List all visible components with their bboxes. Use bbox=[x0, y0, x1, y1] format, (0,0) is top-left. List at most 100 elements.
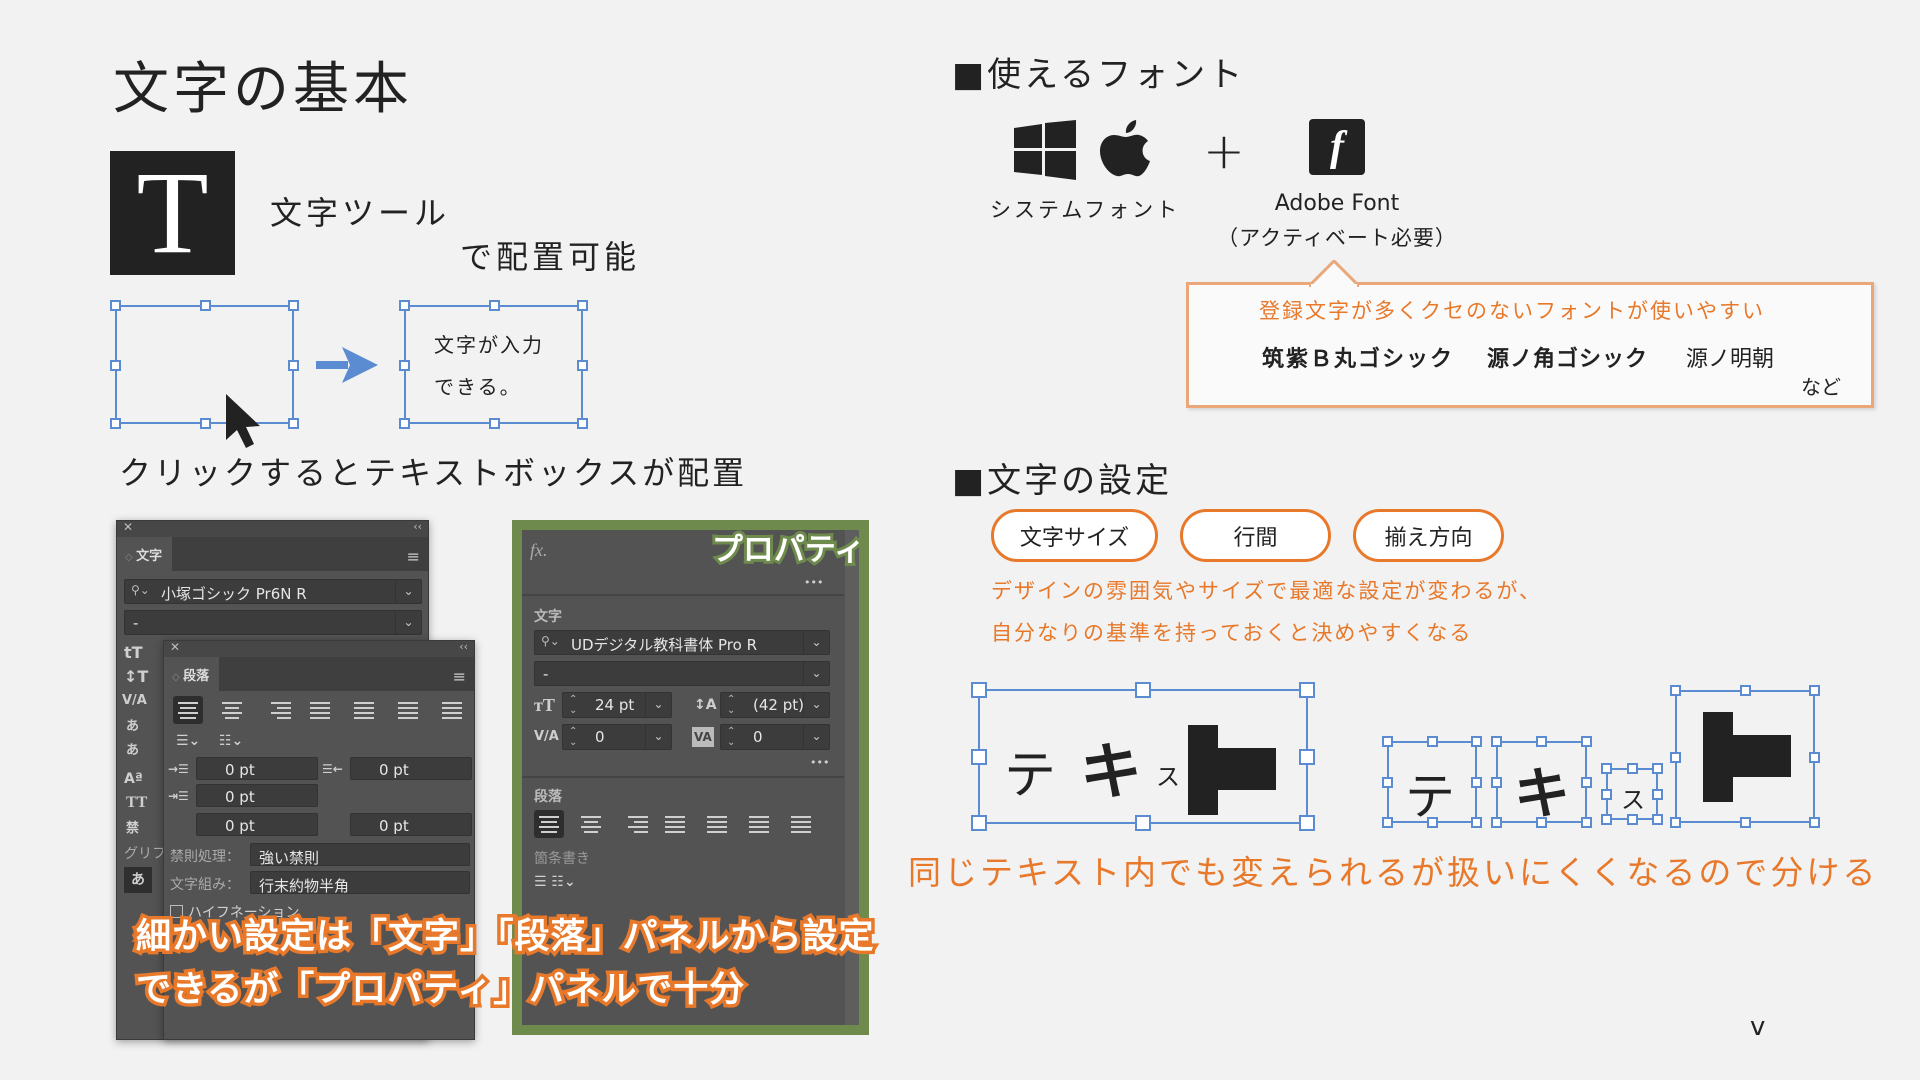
baseline-icon: Aª bbox=[124, 771, 143, 787]
fx-icon[interactable]: fx. bbox=[530, 540, 548, 560]
sample-char-to bbox=[1703, 712, 1793, 804]
tab-paragraph[interactable]: ◇ 段落 bbox=[164, 657, 220, 691]
tab-label: 段落 bbox=[183, 669, 210, 684]
indent-right-field[interactable]: 0 pt bbox=[350, 757, 472, 780]
justify-all-button[interactable] bbox=[786, 810, 816, 838]
search-icon: ⚲⌄ bbox=[541, 634, 560, 648]
sample-char-to bbox=[1188, 725, 1278, 817]
numbered-list-icon[interactable]: ☷⌄ bbox=[219, 733, 244, 749]
chevron-down-icon[interactable]: ⌄ bbox=[395, 611, 421, 634]
justify-right-button[interactable] bbox=[744, 810, 774, 838]
click-caption: クリックするとテキストボックスが配置 bbox=[119, 454, 748, 492]
adobe-font-label: Adobe Font bbox=[1274, 191, 1400, 216]
more-options-icon[interactable]: ••• bbox=[810, 756, 830, 769]
kinsoku-select[interactable]: 強い禁則 bbox=[250, 843, 470, 866]
justify-left-button[interactable] bbox=[660, 810, 690, 838]
aki-icon: あ bbox=[126, 743, 140, 758]
font-style-select[interactable]: -⌄ bbox=[534, 661, 830, 686]
indent-left-icon: →☰ bbox=[168, 762, 189, 776]
align-right-button[interactable] bbox=[261, 696, 291, 724]
stepper-icon[interactable]: ⌃⌄ bbox=[569, 726, 578, 748]
page-title: 文字の基本 bbox=[113, 57, 413, 122]
scrollbar[interactable] bbox=[845, 530, 859, 1025]
plus-sign: + bbox=[1203, 122, 1245, 180]
font-example-2: 源ノ角ゴシック bbox=[1487, 347, 1649, 372]
justify-right-button[interactable] bbox=[393, 696, 423, 724]
tab-character[interactable]: ◇ 文字 bbox=[117, 537, 173, 571]
overlay-caption-line2: できるが「プロパティ」パネルで十分 bbox=[132, 967, 747, 1014]
justify-left-button[interactable] bbox=[305, 696, 335, 724]
tab-label: 文字 bbox=[136, 549, 163, 564]
kerning-field[interactable]: ⌃⌄0⌄ bbox=[562, 724, 672, 750]
align-right-button[interactable] bbox=[618, 810, 648, 838]
chevron-down-icon[interactable]: ⌄ bbox=[803, 693, 829, 717]
bullet-list-icon[interactable]: ☰⌄ bbox=[176, 733, 201, 749]
panel-menu-icon[interactable]: ≡ bbox=[452, 667, 466, 686]
chevron-down-icon[interactable]: ⌄ bbox=[645, 725, 671, 749]
sample-char-te: テ bbox=[1004, 746, 1057, 806]
justify-all-button[interactable] bbox=[437, 696, 467, 724]
stepper-icon[interactable]: ⌃⌄ bbox=[727, 694, 736, 716]
bullet-list-icon[interactable]: ☰ ☷⌄ bbox=[534, 874, 576, 890]
empty-text-box bbox=[110, 300, 299, 429]
font-style-select[interactable]: -⌄ bbox=[124, 610, 422, 635]
align-left-button[interactable] bbox=[173, 696, 203, 724]
adobe-font-note: （アクティベート必要） bbox=[1217, 226, 1457, 250]
more-options-icon[interactable]: ••• bbox=[804, 576, 824, 589]
justify-center-button[interactable] bbox=[702, 810, 732, 838]
box-text-line1: 文字が入力 bbox=[434, 333, 544, 357]
chevron-down-icon[interactable]: ⌄ bbox=[803, 631, 829, 654]
pill-alignment: 揃え方向 bbox=[1353, 509, 1504, 562]
tool-text-2: で配置可能 bbox=[460, 238, 641, 276]
font-size-icon: tT bbox=[124, 643, 143, 662]
lang-icon: 禁 bbox=[126, 821, 140, 836]
pill-font-size: 文字サイズ bbox=[991, 509, 1158, 562]
type-tool-icon: T bbox=[110, 151, 235, 275]
chevron-down-icon[interactable]: ⌄ bbox=[645, 693, 671, 717]
space-after-field[interactable]: 0 pt bbox=[350, 813, 472, 836]
align-center-button[interactable] bbox=[217, 696, 247, 724]
close-icon[interactable]: ✕ bbox=[170, 640, 181, 654]
font-example-1: 筑紫Ｂ丸ゴシック bbox=[1262, 347, 1455, 372]
font-family-select[interactable]: ⚲⌄小塚ゴシック Pr6N R⌄ bbox=[124, 579, 422, 604]
settings-heading: ■文字の設定 bbox=[952, 461, 1173, 501]
stepper-icon[interactable]: ⌃⌄ bbox=[727, 726, 736, 748]
pill-line-spacing: 行間 bbox=[1180, 509, 1331, 562]
glyph-icon[interactable]: あ bbox=[124, 867, 152, 893]
stepper-icon[interactable]: ⌃⌄ bbox=[569, 694, 578, 716]
leading-field[interactable]: ⌃⌄(42 pt)⌄ bbox=[720, 692, 830, 718]
kinsoku-label: 禁則処理： bbox=[170, 849, 240, 865]
properties-panel: fx. ••• 文字 ⚲⌄UDデジタル教科書体 Pro R⌄ -⌄ тT ⌃⌄2… bbox=[522, 530, 859, 1025]
chevron-down-icon[interactable]: ⌄ bbox=[803, 725, 829, 749]
font-family-select[interactable]: ⚲⌄UDデジタル教科書体 Pro R⌄ bbox=[534, 630, 830, 655]
text-box-te: テ bbox=[1382, 736, 1482, 828]
font-size-field[interactable]: ⌃⌄24 pt⌄ bbox=[562, 692, 672, 718]
chevron-down-icon[interactable]: ⌄ bbox=[803, 662, 829, 685]
indent-left-field[interactable]: 0 pt bbox=[196, 757, 318, 780]
hyphenation-checkbox[interactable] bbox=[170, 905, 183, 918]
first-line-indent-field[interactable]: 0 pt bbox=[196, 784, 318, 807]
glyph-label: グリフ bbox=[124, 846, 166, 862]
text-box-to bbox=[1670, 685, 1820, 828]
collapse-icon[interactable]: ‹‹ bbox=[413, 520, 422, 533]
space-before-field[interactable]: 0 pt bbox=[196, 813, 318, 836]
close-icon[interactable]: ✕ bbox=[123, 520, 134, 534]
system-fonts-label: システムフォント bbox=[990, 198, 1181, 222]
align-center-button[interactable] bbox=[576, 810, 606, 838]
align-left-button[interactable] bbox=[534, 810, 564, 838]
kerning-icon: V/A bbox=[122, 693, 147, 708]
chevron-down-icon[interactable]: ⌄ bbox=[395, 580, 421, 603]
tracking-field[interactable]: ⌃⌄0⌄ bbox=[720, 724, 830, 750]
slide-footer-mark: v bbox=[1750, 1012, 1766, 1042]
paragraph-panel: ✕‹‹ ◇ 段落 ≡ ☰⌄ ☷⌄ →☰ 0 pt ☰← 0 pt ⇥☰ 0 pt… bbox=[163, 640, 475, 1040]
justify-center-button[interactable] bbox=[349, 696, 379, 724]
para-section-title: 段落 bbox=[534, 789, 562, 805]
mojigumi-select[interactable]: 行末約物半角 bbox=[250, 871, 470, 894]
collapse-icon[interactable]: ‹‹ bbox=[459, 640, 468, 653]
sample-char-su: ス bbox=[1621, 786, 1645, 814]
sample-char-te: テ bbox=[1405, 768, 1455, 826]
text-box-su: ス bbox=[1601, 763, 1663, 825]
kerning-icon: V/A bbox=[534, 729, 559, 744]
panel-menu-icon[interactable]: ≡ bbox=[406, 547, 420, 566]
arrow-right-icon bbox=[316, 347, 378, 383]
